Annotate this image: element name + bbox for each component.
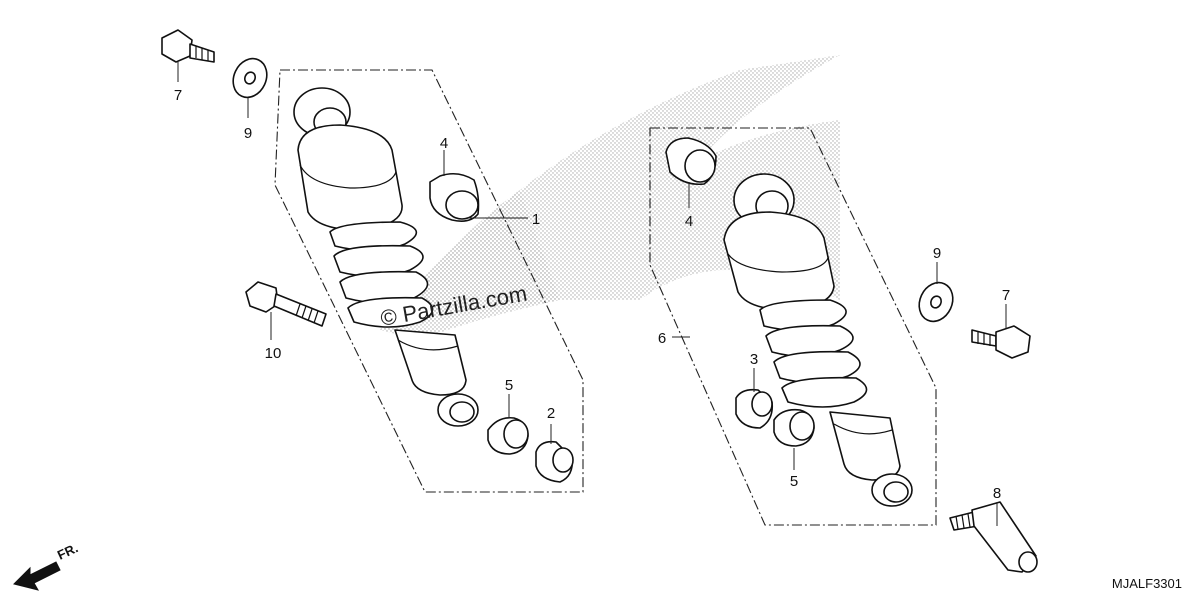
left-shock-absorber[interactable] bbox=[293, 87, 479, 427]
callout-labels: 7 9 4 1 10 5 2 4 6 3 5 9 7 8 bbox=[174, 87, 1010, 502]
callout-right-assembly: 6 bbox=[658, 330, 666, 347]
callout-right-bolt: 7 bbox=[1002, 287, 1010, 304]
diagram-code: MJALF3301 bbox=[1112, 576, 1182, 591]
front-direction-indicator: FR. bbox=[13, 540, 80, 591]
right-washer[interactable] bbox=[913, 277, 959, 327]
leader-lines bbox=[177, 62, 1007, 526]
right-collar[interactable] bbox=[735, 388, 774, 429]
front-label: FR. bbox=[55, 540, 80, 562]
callout-right-collar: 3 bbox=[750, 351, 758, 368]
right-shock-absorber[interactable] bbox=[723, 173, 913, 507]
front-arrow-icon bbox=[13, 561, 61, 591]
callout-right-top-bushing: 4 bbox=[685, 213, 693, 230]
left-top-bolt[interactable] bbox=[161, 29, 215, 63]
callout-left-bottom-bushing: 5 bbox=[505, 377, 513, 394]
stud[interactable] bbox=[949, 501, 1038, 573]
left-collar[interactable] bbox=[535, 440, 574, 483]
callout-right-bottom-bushing: 5 bbox=[790, 473, 798, 490]
left-long-bolt[interactable] bbox=[245, 281, 327, 327]
right-assembly-outline bbox=[649, 127, 937, 526]
left-washer[interactable] bbox=[227, 53, 273, 103]
right-bottom-bushing[interactable] bbox=[773, 408, 815, 447]
right-top-bushing[interactable] bbox=[665, 137, 717, 186]
right-bolt[interactable] bbox=[971, 325, 1031, 359]
left-assembly-outline bbox=[274, 69, 584, 493]
callout-left-assembly: 1 bbox=[532, 211, 540, 228]
left-top-bushing[interactable] bbox=[429, 172, 480, 222]
callout-left-washer: 9 bbox=[244, 125, 252, 142]
callout-left-top-bolt: 7 bbox=[174, 87, 182, 104]
callout-left-top-bushing: 4 bbox=[440, 135, 448, 152]
callout-left-collar: 2 bbox=[547, 405, 555, 422]
callout-left-long-bolt: 10 bbox=[265, 345, 282, 362]
left-bottom-bushing[interactable] bbox=[487, 416, 529, 455]
callout-right-washer: 9 bbox=[933, 245, 941, 262]
callout-stud: 8 bbox=[993, 485, 1001, 502]
